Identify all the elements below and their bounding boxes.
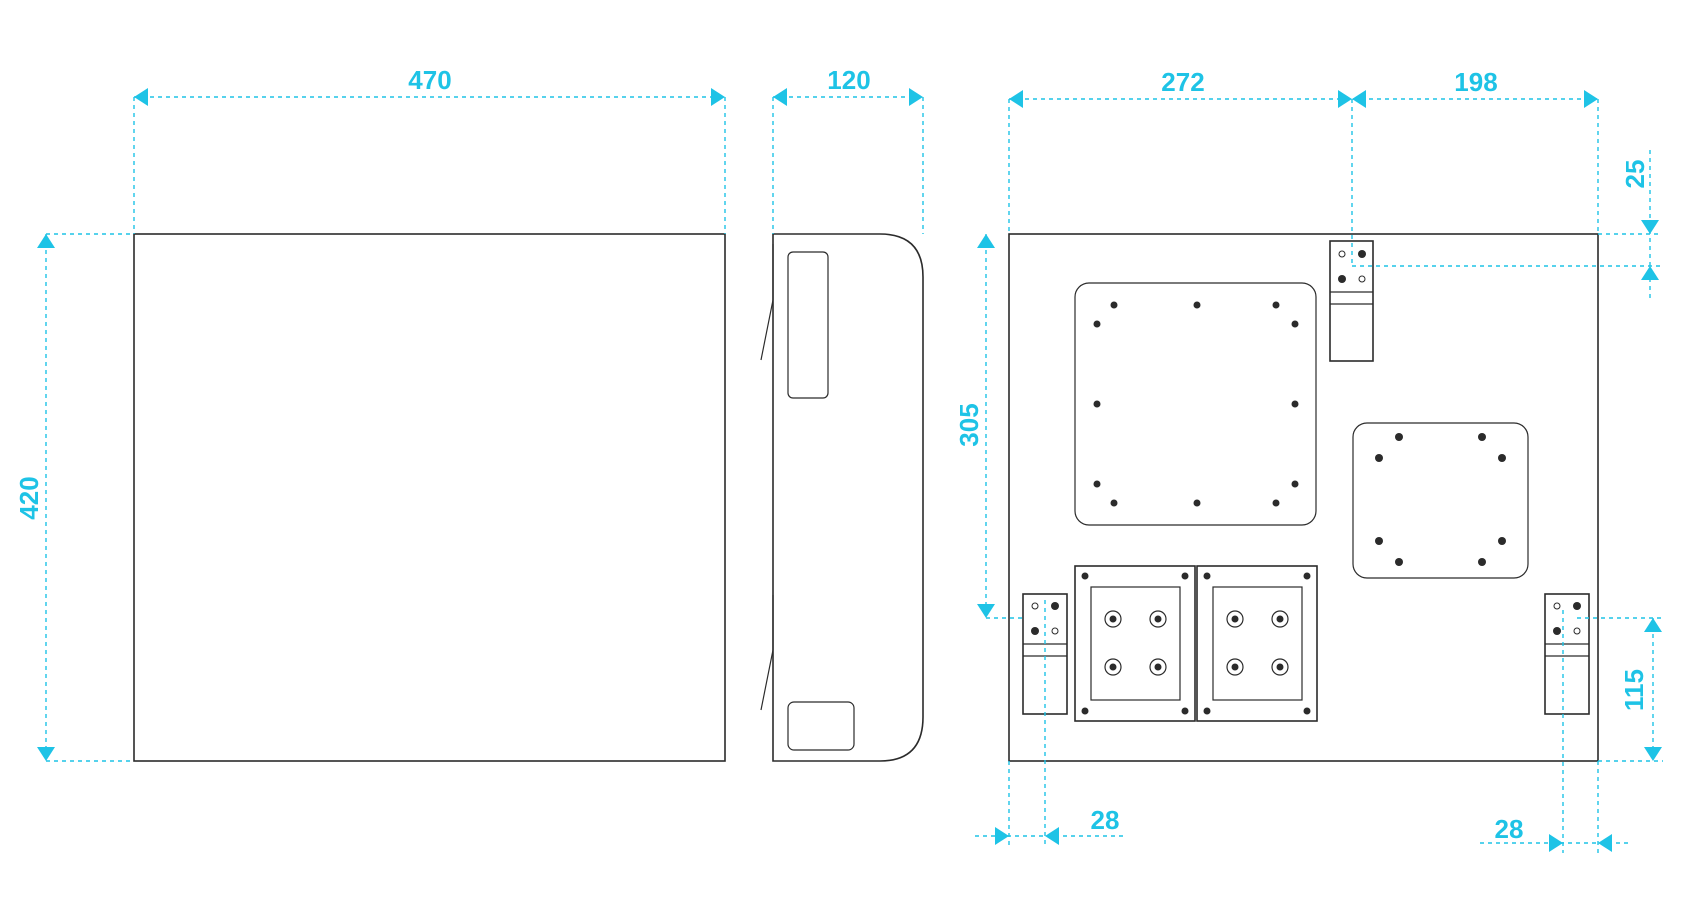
bolt-hole-icon bbox=[1193, 301, 1201, 309]
front-panel-outline bbox=[133, 233, 726, 762]
back-panel-outline bbox=[1008, 233, 1599, 762]
triangle-arrow-icon bbox=[1584, 90, 1598, 108]
triangle-arrow-icon bbox=[1644, 747, 1662, 761]
bottom-right-bracket bbox=[1544, 593, 1590, 715]
right-connector-plate bbox=[1196, 565, 1318, 722]
bolt-hole-icon bbox=[1478, 433, 1486, 441]
bolt-hole-icon bbox=[1498, 454, 1506, 462]
bolt-hole-icon bbox=[1478, 558, 1486, 566]
bolt-hole-icon bbox=[1193, 499, 1201, 507]
top-bracket bbox=[1329, 240, 1374, 362]
large-mounting-plate bbox=[1074, 282, 1317, 526]
triangle-arrow-icon bbox=[1598, 834, 1612, 852]
triangle-arrow-icon bbox=[1644, 618, 1662, 632]
dim-label-back-mount-height: 305 bbox=[954, 403, 984, 446]
dimension-labels: 470 120 272 198 420 305 25 115 28 28 bbox=[14, 65, 1650, 844]
bolt-hole-icon bbox=[1498, 537, 1506, 545]
small-mounting-plate bbox=[1352, 422, 1529, 579]
bolt-hole-icon bbox=[1375, 454, 1383, 462]
bolt-hole-icon bbox=[1110, 499, 1118, 507]
dim-label-back-right-span: 198 bbox=[1454, 67, 1497, 97]
triangle-arrow-icon bbox=[995, 827, 1009, 845]
triangle-arrow-icon bbox=[37, 234, 55, 248]
bolt-hole-icon bbox=[1291, 480, 1299, 488]
bolt-hole-icon bbox=[1093, 400, 1101, 408]
triangle-arrow-icon bbox=[1009, 90, 1023, 108]
bolt-hole-icon bbox=[1110, 301, 1118, 309]
triangle-arrow-icon bbox=[773, 88, 787, 106]
bolt-hole-icon bbox=[1395, 558, 1403, 566]
triangle-arrow-icon bbox=[134, 88, 148, 106]
triangle-arrow-icon bbox=[1549, 834, 1563, 852]
terminal-connector-icon bbox=[1104, 610, 1167, 676]
bolt-hole-icon bbox=[1291, 320, 1299, 328]
bolt-hole-icon bbox=[1375, 537, 1383, 545]
triangle-arrow-icon bbox=[1352, 90, 1366, 108]
triangle-arrow-icon bbox=[711, 88, 725, 106]
dimension-lines bbox=[37, 88, 1663, 853]
triangle-arrow-icon bbox=[37, 747, 55, 761]
dim-label-back-bracket-height: 115 bbox=[1619, 669, 1649, 711]
left-connector-plate bbox=[1074, 565, 1196, 722]
dim-label-front-width: 470 bbox=[408, 65, 451, 95]
triangle-arrow-icon bbox=[1641, 266, 1659, 280]
side-view bbox=[760, 233, 924, 762]
triangle-arrow-icon bbox=[977, 604, 995, 618]
triangle-arrow-icon bbox=[1045, 827, 1059, 845]
triangle-arrow-icon bbox=[1641, 220, 1659, 234]
side-upper-handle bbox=[787, 251, 829, 399]
bolt-hole-icon bbox=[1093, 480, 1101, 488]
triangle-arrow-icon bbox=[977, 234, 995, 248]
dim-label-back-top-offset: 25 bbox=[1620, 160, 1650, 189]
bolt-hole-icon bbox=[1093, 320, 1101, 328]
side-lower-handle bbox=[787, 701, 855, 751]
dim-label-side-depth: 120 bbox=[827, 65, 870, 95]
triangle-arrow-icon bbox=[1338, 90, 1352, 108]
bolt-hole-icon bbox=[1272, 499, 1280, 507]
triangle-arrow-icon bbox=[909, 88, 923, 106]
front-view bbox=[133, 233, 726, 762]
side-panel-outline bbox=[772, 233, 924, 762]
terminal-connector-icon bbox=[1226, 610, 1289, 676]
dim-label-front-height: 420 bbox=[14, 476, 44, 519]
back-view bbox=[1008, 233, 1599, 762]
dim-label-back-left-inset: 28 bbox=[1091, 805, 1120, 835]
bolt-hole-icon bbox=[1272, 301, 1280, 309]
bolt-hole-icon bbox=[1291, 400, 1299, 408]
side-upper-latch bbox=[760, 244, 774, 361]
side-lower-latch bbox=[760, 595, 774, 711]
dim-label-back-right-inset: 28 bbox=[1495, 814, 1524, 844]
bolt-hole-icon bbox=[1395, 433, 1403, 441]
dim-label-back-left-span: 272 bbox=[1161, 67, 1204, 97]
